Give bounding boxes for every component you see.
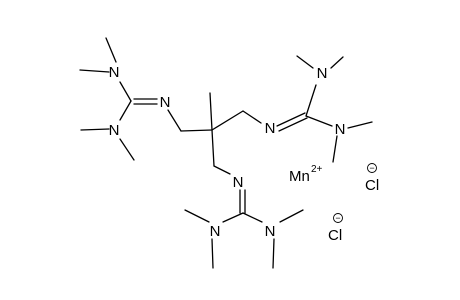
bond-left-upper-n-me-up [105, 37, 117, 63]
bond-right-c-upper-n [305, 84, 317, 117]
atom-n-right-upper: N [317, 65, 328, 82]
bond-left-lower-n-me-down [119, 138, 135, 161]
atom-n-bottom-left: N [210, 223, 221, 240]
bond-bottom-ch2-n [213, 165, 231, 175]
bond-left-c-lower-n [119, 100, 132, 121]
bond-right-lower-n-me-down [332, 135, 338, 163]
bond-quaternary-methyl [209, 92, 213, 131]
atom-n-left-lower: N [109, 122, 120, 139]
atom-n-left-imine: N [160, 94, 171, 111]
atom-n-bottom-imine: N [233, 174, 244, 191]
bond-left-upper-n-me-left [79, 69, 110, 73]
chloride-ion-1: − Cl [365, 163, 379, 194]
bond-quaternary-right-ch2 [211, 110, 244, 131]
atom-manganese: Mn [289, 168, 310, 185]
atom-n-bottom-right: N [265, 223, 276, 240]
atom-chloride-2: Cl [328, 227, 342, 244]
bond-right-c-lower-n [305, 115, 333, 127]
atom-n-left-upper: N [109, 64, 120, 81]
bond-bottom-left-n-me-down [211, 238, 214, 269]
manganese-charge: 2+ [311, 164, 323, 175]
bond-right-upper-n-me-right [330, 56, 344, 69]
bond-bottom-right-n-me-up [279, 209, 304, 223]
bond-bottom-c-right-n [242, 212, 263, 223]
chloride-1-charge-ring [367, 163, 377, 173]
chloride-2-charge: − [335, 213, 340, 223]
bond-right-imine-double-2 [278, 117, 308, 132]
chloride-ion-2: − Cl [328, 213, 343, 244]
bond-bottom-left-n-me-up [184, 209, 210, 223]
bond-bottom-c-left-n [222, 212, 244, 223]
atom-labels: N N N N N N N N N [109, 64, 346, 240]
bond-quaternary-left-ch2 [180, 129, 213, 132]
bonds [79, 37, 373, 269]
bond-right-imine-double-1 [276, 112, 306, 127]
bond-right-upper-n-me-left [296, 55, 314, 69]
chloride-2-charge-ring [333, 213, 343, 223]
bond-left-c-upper-n [119, 81, 132, 102]
atom-n-right-lower: N [335, 121, 346, 138]
bond-bottom-right-n-me-down [272, 238, 275, 269]
atom-n-right-imine: N [265, 120, 276, 137]
atom-chloride-1: Cl [365, 177, 379, 194]
bond-left-lower-n-me-left [80, 128, 110, 131]
bond-right-lower-n-me-right [347, 121, 373, 129]
manganese-ion: Mn 2+ [289, 164, 323, 185]
chloride-1-charge: − [369, 163, 374, 173]
bond-quaternary-bottom-ch2 [211, 129, 215, 167]
bond-left-ch2-n [167, 109, 182, 132]
bond-right-ch2-n [242, 110, 262, 124]
